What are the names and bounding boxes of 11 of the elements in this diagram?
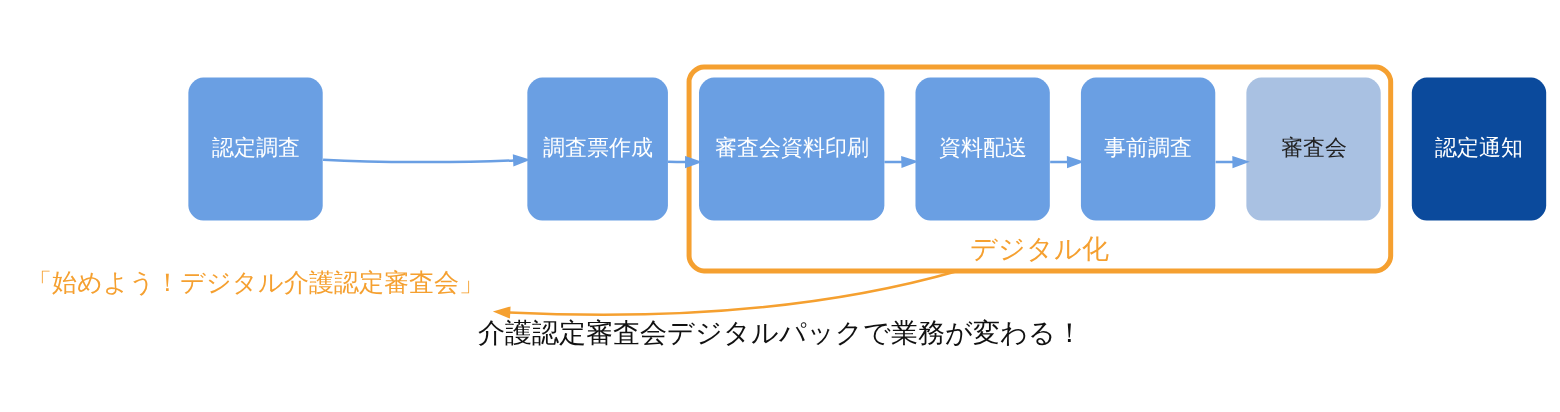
node-box: 認定通知 [1411,77,1546,221]
node-box: 調査票作成 [526,77,668,221]
node-box: 審査会 [1245,77,1381,221]
node-text: 「始めよう！デジタル介護認定審査会」 [26,267,484,297]
arrow [322,154,530,167]
node-box: 資料配送 [914,77,1050,221]
arrow [667,155,702,169]
caption: 介護認定審査会デジタルパックで業務が変わる！ [477,317,1083,349]
node-box: 事前調査 [1080,77,1215,221]
node-box: 認定調査 [187,77,323,221]
node-box: 審査会資料印刷 [698,77,884,221]
